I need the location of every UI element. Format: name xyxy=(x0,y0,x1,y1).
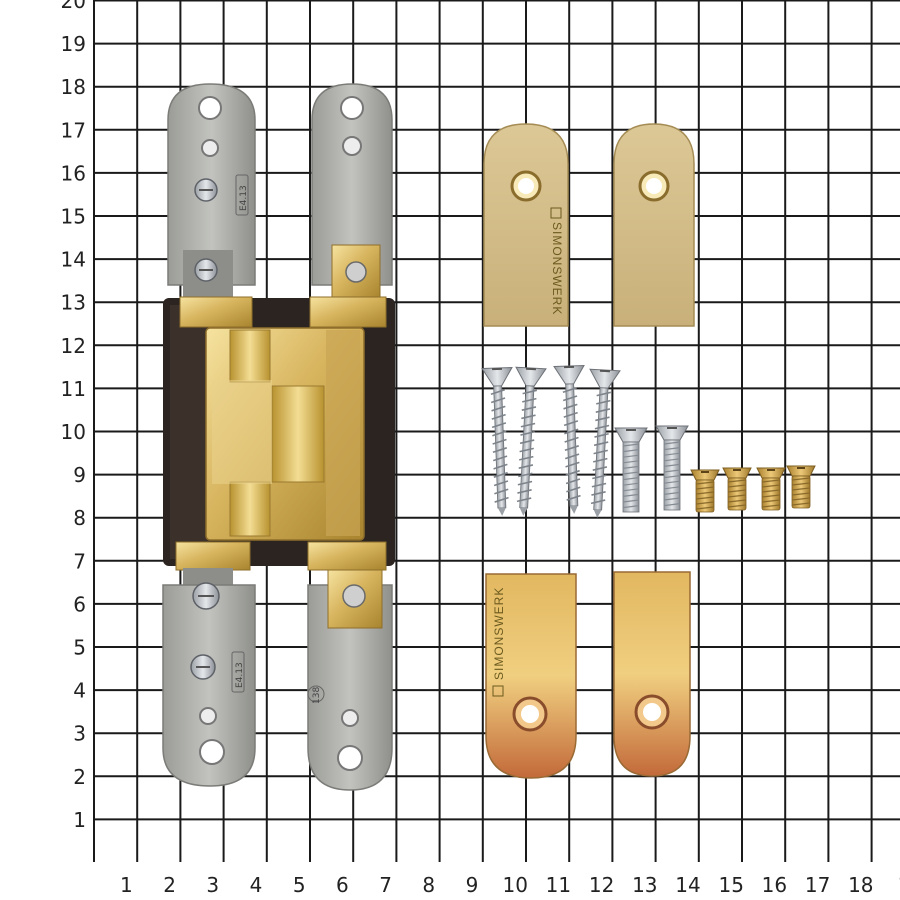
screw-set xyxy=(481,364,816,518)
brass-screw xyxy=(756,467,786,511)
grid-x-label: 9 xyxy=(466,873,479,897)
grid-x-label: 18 xyxy=(848,873,873,897)
cover-plate-bottom-right xyxy=(613,571,691,777)
grid-y-labels: 20 19 18 17 16 15 14 13 12 11 10 9 8 7 6 5 4 3 2 1 xyxy=(61,0,86,832)
machine-screw xyxy=(614,427,648,513)
brass-screw xyxy=(690,469,720,513)
grid-y-label: 6 xyxy=(73,592,86,616)
grid-x-label: 5 xyxy=(293,873,306,897)
grid-y-label: 12 xyxy=(61,334,86,358)
brand-mark-1: SIMONSWERK xyxy=(550,222,564,315)
grid-y-label: 5 xyxy=(73,636,86,660)
concealed-hinge: E4.13 E4.13 xyxy=(162,83,395,791)
grid-x-label: 6 xyxy=(336,873,349,897)
hinge-stamp-2: E4.13 xyxy=(235,662,245,688)
grid-x-label: 14 xyxy=(675,873,700,897)
grid-x-label: 13 xyxy=(632,873,657,897)
grid-x-label: 2 xyxy=(163,873,176,897)
grid-y-label: 3 xyxy=(73,722,86,746)
grid-x-label: 1 xyxy=(120,873,133,897)
grid-y-label: 14 xyxy=(61,248,86,272)
wood-screw xyxy=(481,366,513,516)
hinge-plate-bottom-right xyxy=(307,584,393,791)
hinge-plate-top-right xyxy=(311,83,393,286)
grid-y-label: 2 xyxy=(73,765,86,789)
grid-x-label: 12 xyxy=(589,873,614,897)
grid-x-label: 1 xyxy=(898,873,900,897)
grid-y-label: 18 xyxy=(61,75,86,99)
grid-y-label: 13 xyxy=(61,291,86,315)
grid-x-labels: 1234567891011121314151617181 xyxy=(120,873,900,897)
grid-y-label: 17 xyxy=(61,118,86,142)
grid-x-label: 16 xyxy=(762,873,787,897)
grid-x-label: 3 xyxy=(206,873,219,897)
grid-x-label: 15 xyxy=(718,873,743,897)
grid-y-label: 19 xyxy=(61,32,86,56)
brass-screw xyxy=(786,465,816,509)
grid-y-label: 1 xyxy=(73,808,86,832)
grid-y-label: 11 xyxy=(61,377,86,401)
brand-mark-2: SIMONSWERK xyxy=(492,587,506,680)
wood-screw xyxy=(553,364,585,514)
hinge-plate-bottom-left xyxy=(162,584,256,787)
hinge-stamp-1: E4.13 xyxy=(239,185,249,211)
cover-plate-bottom-left: SIMONSWERK xyxy=(485,573,577,779)
cover-plate-top-left: SIMONSWERK xyxy=(483,123,569,327)
wood-screw xyxy=(515,366,547,516)
grid-x-label: 4 xyxy=(250,873,263,897)
grid-y-label: 16 xyxy=(61,161,86,185)
grid-y-label: 9 xyxy=(73,463,86,487)
grid-x-label: 17 xyxy=(805,873,830,897)
grid-y-label: 4 xyxy=(73,679,86,703)
grid-x-label: 10 xyxy=(502,873,527,897)
grid-y-label: 15 xyxy=(61,205,86,229)
machine-screw xyxy=(655,425,689,511)
grid-y-label: 7 xyxy=(73,549,86,573)
grid-y-label: 8 xyxy=(73,506,86,530)
grid-x-label: 8 xyxy=(422,873,435,897)
grid-x-label: 7 xyxy=(379,873,392,897)
grid-y-label: 10 xyxy=(61,420,86,444)
cover-plate-top-right xyxy=(613,123,695,327)
wood-screw xyxy=(589,368,621,518)
grid-x-label: 11 xyxy=(546,873,571,897)
brass-screw xyxy=(722,467,752,511)
hinge-stamp-3: 138 xyxy=(312,687,322,704)
grid-y-label: 20 xyxy=(61,0,86,13)
